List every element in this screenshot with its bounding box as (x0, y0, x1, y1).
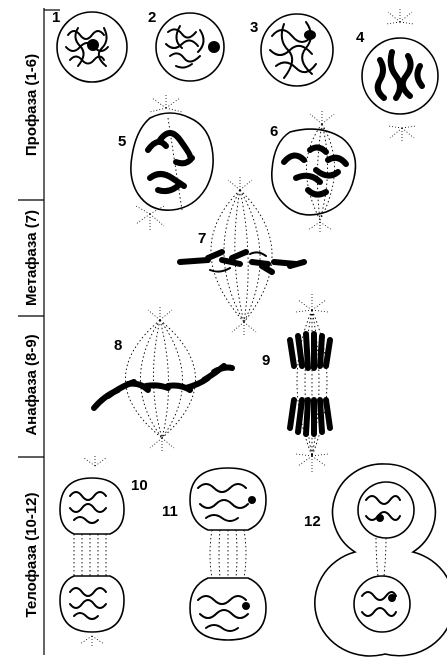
stage-8-cell (94, 306, 232, 452)
stage-8-number: 8 (114, 337, 122, 354)
stage-9-number: 9 (262, 352, 270, 369)
stage-2-number: 2 (148, 9, 156, 26)
stage-10-centrosome-bottom (80, 636, 104, 648)
metaphase-label: Метафаза (7) (23, 210, 40, 306)
stage-7-centrosome-bottom (232, 322, 256, 336)
stage-6-centrosome-bottom (308, 222, 332, 234)
stage-9-centrosome-top (296, 294, 328, 312)
stage-4-number: 4 (356, 29, 365, 46)
stage-1-number: 1 (52, 9, 60, 26)
stage-12-number: 12 (304, 513, 321, 530)
prophase-label: Профаза (1-6) (23, 54, 40, 156)
stage-7-number: 7 (198, 230, 206, 247)
stage-6-number: 6 (270, 123, 278, 140)
stage-6-cell (272, 110, 356, 234)
stage-3-number: 3 (250, 19, 258, 36)
stage-10-centrosome-top (84, 454, 106, 466)
stage-7-centrosome-top (228, 176, 252, 190)
stage-4-centrosome-top (386, 8, 414, 24)
stage-3-cell (261, 14, 333, 86)
stage-5-cell (131, 94, 213, 230)
stage-4-centrosome-bottom (388, 126, 416, 142)
stage-10-cell (60, 454, 124, 648)
stage-1-cell (57, 12, 127, 82)
stage-9-centrosome-bottom (296, 454, 328, 472)
stage-5-number: 5 (118, 133, 126, 150)
stage-8-centrosome-bottom (150, 438, 174, 452)
stage-11-number: 11 (162, 503, 178, 520)
stage-5-centrosome-top (150, 94, 182, 112)
stage-4-cell (362, 8, 438, 142)
stage-8-centrosome-top (148, 306, 172, 320)
stage-2-cell (156, 13, 224, 81)
stage-9-cell (290, 294, 330, 472)
stage-10-number: 10 (131, 477, 148, 494)
stage-12-cell (315, 464, 447, 656)
anaphase-label: Анафаза (8-9) (23, 334, 40, 435)
stage-6-centrosome-top (310, 110, 334, 124)
stage-11-cell (190, 468, 266, 640)
telophase-label: Телофаза (10-12) (23, 492, 40, 617)
